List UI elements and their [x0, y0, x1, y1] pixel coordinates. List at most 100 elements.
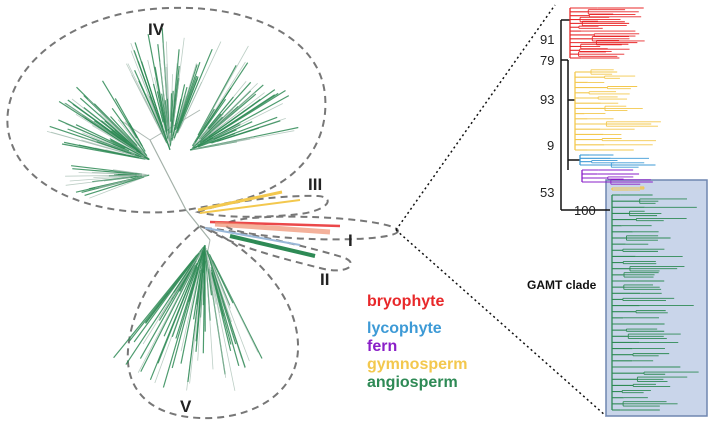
tree-branch: [173, 75, 198, 139]
tree-branch: [208, 89, 286, 139]
tree-branch: [209, 133, 236, 144]
tree-branch: [217, 127, 260, 142]
tree-branch: [210, 269, 232, 345]
tree-branch: [197, 272, 204, 361]
legend-lycophyte: lycophyte: [367, 320, 442, 337]
tree-branch: [206, 250, 246, 368]
tree-branch: [171, 251, 204, 369]
tree-branch: [133, 252, 200, 343]
legend: bryophyte lycophyte fern gymnosperm angi…: [367, 293, 467, 391]
tree-branch: [206, 271, 214, 370]
tree-branch: [112, 143, 124, 150]
tree-branch: [157, 247, 205, 364]
tree-branch: [111, 107, 148, 157]
tree-branch: [93, 120, 145, 157]
tree-branch: [144, 259, 195, 324]
bryophyte-strand-2: [214, 221, 331, 235]
unrooted-tree: [46, 28, 299, 391]
tree-branch: [201, 45, 249, 130]
bootstrap-79: 79: [540, 53, 554, 68]
tree-branch: [202, 94, 276, 143]
tree-branch: [161, 93, 168, 132]
tree-branch: [205, 247, 231, 309]
lycophyte-strand: [204, 227, 301, 246]
tree-branch: [175, 244, 206, 339]
tree-branch: [187, 252, 205, 382]
tree-branch: [110, 116, 138, 147]
tree-branch: [89, 177, 144, 199]
tree-branch: [194, 87, 232, 143]
bootstrap-93: 93: [540, 92, 554, 107]
tree-branch: [200, 116, 224, 140]
legend-bryophyte: bryophyte: [367, 293, 444, 310]
angiosperm-strand: [229, 234, 316, 258]
legend-angiosperm: angiosperm: [367, 374, 458, 391]
tree-branch: [162, 42, 169, 130]
tree-branch: [141, 61, 164, 128]
tree-branch: [91, 171, 150, 176]
tree-branch: [180, 265, 201, 352]
tree-branch: [140, 264, 196, 372]
tree-branch: [91, 125, 145, 157]
gymnosperm-strand-2: [199, 199, 301, 214]
tree-branch: [94, 179, 132, 189]
tree-branch: [101, 80, 138, 139]
tree-branch: [202, 92, 265, 141]
bootstrap-100: 100: [574, 203, 596, 218]
tree-branch: [171, 98, 182, 141]
tree-branch: [174, 86, 188, 131]
tree-branch: [211, 272, 232, 352]
tree-branch: [195, 248, 206, 342]
tree-branch: [210, 115, 232, 133]
tree-branch: [197, 65, 237, 136]
gamt-clade-label: GAMT clade: [527, 278, 597, 292]
clade-II-outline: [201, 226, 352, 272]
legend-fern: fern: [367, 338, 397, 355]
tree-branch: [176, 78, 199, 132]
tree-branch: [105, 149, 125, 155]
tree-branch: [213, 123, 242, 139]
gymnosperm-strand: [197, 190, 283, 212]
tree-branch: [128, 122, 144, 147]
tree-branch: [84, 176, 145, 196]
zoom-connector-bottom: [395, 229, 607, 417]
tree-branch: [194, 129, 237, 149]
tree-branch: [114, 169, 136, 174]
tree-branch: [99, 175, 146, 189]
tree-branch: [170, 93, 173, 122]
tree-branch: [209, 262, 223, 304]
tree-branch: [87, 98, 147, 158]
tree-branch: [179, 41, 222, 129]
tree-branch: [163, 262, 198, 337]
clade-strands: [197, 190, 341, 258]
zoomed-tree: [560, 7, 699, 411]
tree-branch: [199, 115, 220, 140]
zoom-connector-top: [395, 4, 556, 231]
tree-trunk: [185, 209, 211, 241]
tree-branch: [69, 174, 147, 182]
tree-branch: [192, 130, 295, 150]
tree-branch: [114, 129, 141, 152]
tree-branch: [210, 267, 240, 366]
tree-branch: [207, 259, 236, 391]
clade-IV-outline: [6, 6, 327, 214]
clade-label-IV: IV: [148, 20, 165, 39]
tree-branch: [147, 33, 169, 139]
tree-branch: [125, 249, 203, 365]
tree-branch: [50, 131, 128, 154]
clade-label-II: II: [320, 270, 329, 289]
tree-branch: [137, 251, 202, 373]
tree-branch: [170, 65, 180, 138]
tree-branch: [176, 48, 213, 134]
tree-branch: [171, 266, 198, 338]
tree-branch: [159, 61, 171, 148]
tree-branch: [199, 89, 276, 144]
tree-branch: [83, 107, 128, 142]
tree-branch: [134, 70, 168, 144]
tree-trunk: [149, 139, 187, 211]
tree-branch: [192, 113, 224, 148]
legend-gymnosperm: gymnosperm: [367, 356, 467, 373]
bootstrap-53: 53: [540, 185, 554, 200]
